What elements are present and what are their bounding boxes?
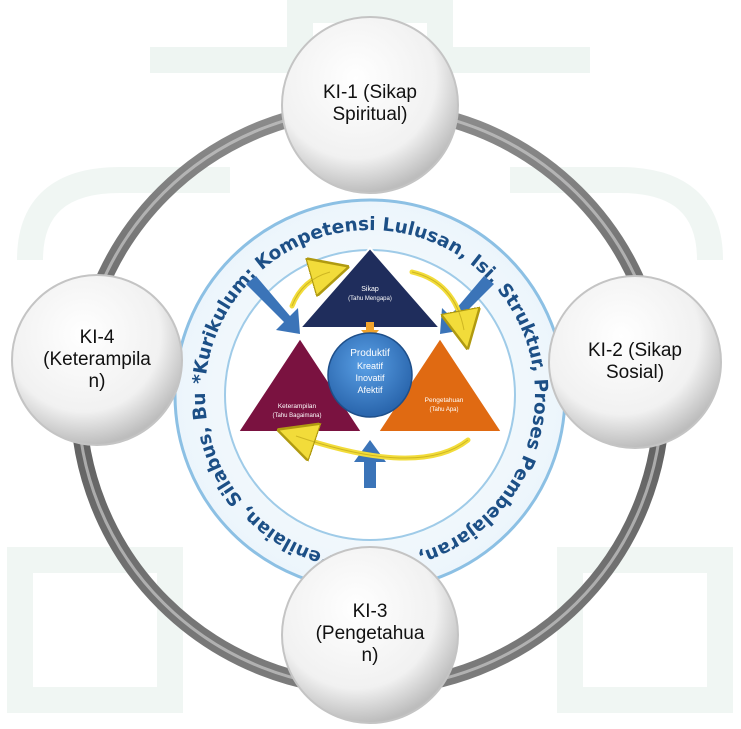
ki2-line-2: Sosial) bbox=[605, 362, 665, 383]
ki4-label: KI-4 (Keterampila n) bbox=[27, 327, 167, 393]
watermark-pattern bbox=[7, 0, 733, 713]
sikap-title: Sikap bbox=[361, 286, 379, 293]
core-circle bbox=[327, 332, 413, 418]
ki1-label: KI-1 (Sikap Spiritual) bbox=[300, 82, 440, 126]
keterampilan-title: Keterampilan bbox=[278, 403, 317, 410]
ki3-label: KI-3 (Pengetahua n) bbox=[300, 601, 440, 667]
ki3-line-1: KI-3 bbox=[352, 601, 388, 622]
ki1-line-1: KI-1 (Sikap bbox=[323, 82, 417, 103]
core-line-1: Produktif bbox=[350, 348, 390, 359]
keterampilan-subtitle: (Tahu Bagaimana) bbox=[272, 413, 321, 419]
sikap-subtitle: (Tahu Mengapa) bbox=[348, 296, 392, 302]
node-ki4 bbox=[11, 274, 183, 446]
node-ki1 bbox=[281, 16, 459, 194]
ki2-label: KI-2 (Sikap Sosial) bbox=[565, 340, 705, 384]
ki3-line-2: (Pengetahua bbox=[315, 623, 425, 644]
arrow-sikap-to-core bbox=[361, 322, 379, 340]
ki3-line-3: n) bbox=[361, 645, 379, 666]
node-ki2 bbox=[548, 275, 722, 449]
core-line-2: Kreatif bbox=[357, 361, 384, 371]
ki4-line-3: n) bbox=[88, 371, 106, 392]
core-line-4: Afektif bbox=[357, 385, 383, 395]
blue-arrow-top-left bbox=[246, 276, 300, 334]
ki2-line-1: KI-2 (Sikap bbox=[588, 340, 682, 361]
ki4-line-1: KI-4 bbox=[79, 327, 115, 348]
core-line-3: Inovatif bbox=[355, 373, 385, 383]
pengetahuan-title: Pengetahuan bbox=[425, 397, 464, 404]
ki4-line-2: (Keterampila bbox=[43, 349, 151, 370]
ki1-line-2: Spiritual) bbox=[332, 104, 408, 125]
node-ki3 bbox=[281, 546, 459, 724]
pengetahuan-subtitle: (Tahu Apa) bbox=[429, 407, 458, 413]
